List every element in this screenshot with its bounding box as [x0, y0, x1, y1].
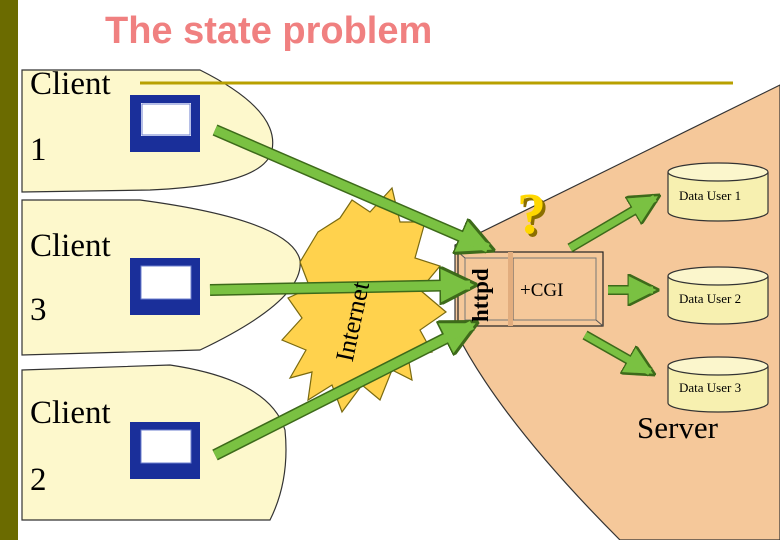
- client-1-number: 1: [30, 132, 47, 168]
- client-2-label: Client: [30, 395, 111, 431]
- data-store-cylinder: [667, 356, 769, 413]
- cgi-label: +CGI: [520, 280, 564, 301]
- client-1-label: Client: [30, 66, 111, 102]
- client-3-label: Client: [30, 228, 111, 264]
- slide-title: The state problem: [105, 10, 433, 52]
- request-arrows: [209, 124, 488, 461]
- server-label: Server: [637, 410, 718, 445]
- data-arrows: [567, 198, 655, 372]
- data-store-label: Data User 1: [679, 188, 742, 203]
- client-2-number: 2: [30, 462, 47, 498]
- data-store-label: Data User 2: [679, 291, 742, 306]
- sidebar-strip: [0, 0, 18, 540]
- data-store-label: Data User 3: [679, 380, 742, 395]
- monitor-icon: [130, 258, 200, 315]
- client-3-number: 3: [30, 292, 47, 328]
- httpd-label: httpd: [468, 268, 493, 322]
- httpd-box: [457, 251, 604, 327]
- data-store-cylinder: [667, 162, 769, 222]
- data-store-cylinder: [667, 266, 769, 325]
- monitor-icon: [130, 95, 200, 152]
- question-mark: ?: [517, 181, 546, 246]
- monitor-icon: [130, 422, 200, 479]
